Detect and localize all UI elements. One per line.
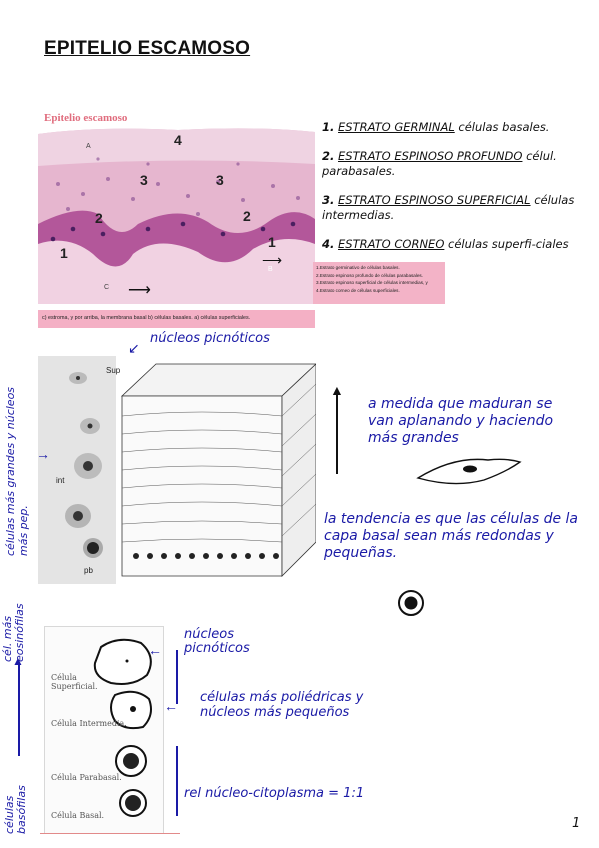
note-nucleos-picnoticos-top: núcleos picnóticos	[150, 331, 270, 346]
layer-desc: célul. parabasales.	[322, 149, 557, 178]
legend-line: 4.Estrato corneo de células superficiale…	[316, 287, 400, 293]
epithelium-block-illustration	[120, 363, 318, 577]
layer-desc: células superfi-ciales	[448, 237, 569, 251]
note-maduran: a medida que maduran se van aplanando y …	[368, 396, 554, 446]
legend-line: 2.Estrato espinoso profundo de células p…	[316, 272, 424, 278]
histology-label-2b: 2	[243, 208, 251, 224]
layer-number: 2.	[322, 149, 335, 163]
legend-line: 1.Estrato germinativo de células basales…	[316, 265, 400, 270]
micro-label-pb: pb	[84, 566, 93, 575]
layer-name: ESTRATO CORNEO	[338, 237, 445, 251]
note-eosinofilas: cél. más eosinófilas	[1, 603, 26, 662]
layer-name: ESTRATO ESPINOSO PROFUNDO	[338, 149, 523, 163]
histology-label-a: A	[86, 143, 91, 150]
cell-label-superficial: Célula Superficial.	[51, 673, 98, 691]
layer-name: ESTRATO ESPINOSO SUPERFICIAL	[338, 193, 531, 207]
histology-figure: Epitelio escamoso	[38, 104, 315, 328]
micro-label-int: int	[56, 476, 65, 485]
micrograph-cells-illustration	[38, 356, 116, 584]
histology-label-3b: 3	[216, 172, 224, 188]
left-arrow-icon: ←	[164, 698, 178, 714]
histology-heading: Epitelio escamoso	[44, 112, 128, 124]
right-arrow-icon: ⟶	[128, 282, 151, 299]
histology-label-c: C	[104, 284, 110, 291]
page-title: EPITELIO ESCAMOSO	[44, 38, 251, 59]
note-tendencia: la tendencia es que las células de la ca…	[324, 511, 578, 561]
micro-label-sup: Sup	[106, 366, 121, 375]
micrograph	[38, 356, 116, 584]
histology-label-b: B	[268, 266, 273, 273]
legend-line: 3.Estrato espinoso superficial de célula…	[316, 280, 428, 285]
layer-number: 4.	[322, 237, 335, 251]
histology-label-3a: 3	[140, 172, 148, 188]
layer-name: ESTRATO GERMINAL	[338, 120, 455, 134]
cell-shapes-illustration	[93, 638, 152, 817]
right-arrow-icon: →	[36, 446, 50, 462]
bracket-line	[176, 650, 178, 704]
layer-desc: células basales.	[458, 120, 550, 134]
bracket-line	[176, 746, 178, 816]
histology-label-1a: 1	[60, 245, 68, 261]
up-arrow-icon: ▲	[330, 382, 344, 398]
note-celulas-grandes: células más grandes y núcleos más pep.	[4, 386, 30, 556]
up-arrow-icon: ▲	[12, 654, 24, 668]
layer-desc: células intermedias.	[322, 193, 575, 222]
layer-item: 1. ESTRATO GERMINAL células basales.	[322, 120, 594, 135]
arrow-icon: ↙	[128, 340, 140, 356]
cell-types-panel: Célula Superficial. Célula Intermedia. C…	[44, 626, 164, 834]
page-number: 1	[572, 816, 581, 831]
layer-item: 2. ESTRATO ESPINOSO PROFUNDO célul. para…	[322, 149, 594, 179]
cell-label-intermedia: Célula Intermedia.	[51, 719, 127, 728]
cell-label-parabasal: Célula Parabasal.	[51, 773, 122, 782]
histology-caption: c) estroma, y por arriba, la membrana ba…	[38, 310, 315, 328]
note-nucleos-picnoticos: núcleos picnóticos	[184, 627, 250, 656]
left-arrow-icon: ←	[148, 642, 162, 658]
cell-label-basal: Célula Basal.	[51, 811, 105, 820]
divider	[40, 833, 180, 834]
layer-number: 1.	[322, 120, 335, 134]
up-arrow-line	[336, 392, 338, 474]
histology-legend: 1.Estrato germinativo de células basales…	[313, 262, 445, 304]
squamous-epithelium-illustration: Epitelio escamoso	[38, 104, 315, 328]
note-basofilas: células basófilas	[3, 785, 28, 834]
layers-list: 1. ESTRATO GERMINAL células basales. 2. …	[322, 120, 594, 252]
round-cell-icon	[396, 588, 426, 623]
note-poliedricas: células más poliédricas y núcleos más pe…	[200, 690, 364, 720]
vertical-arrow-line	[18, 664, 20, 756]
histology-label-4: 4	[174, 132, 182, 148]
note-ratio: rel núcleo-citoplasma = 1:1	[184, 786, 365, 801]
layer-item: 3. ESTRATO ESPINOSO SUPERFICIAL células …	[322, 193, 594, 223]
epithelium-block-drawing	[116, 356, 318, 584]
layer-item: 4. ESTRATO CORNEO células superfi-ciales	[322, 237, 594, 252]
layer-number: 3.	[322, 193, 335, 207]
histology-label-2a: 2	[95, 210, 103, 226]
flattened-cell-icon	[414, 450, 524, 495]
histology-label-1b: 1	[268, 234, 276, 250]
right-arrow-icon: ⟶	[262, 252, 283, 268]
